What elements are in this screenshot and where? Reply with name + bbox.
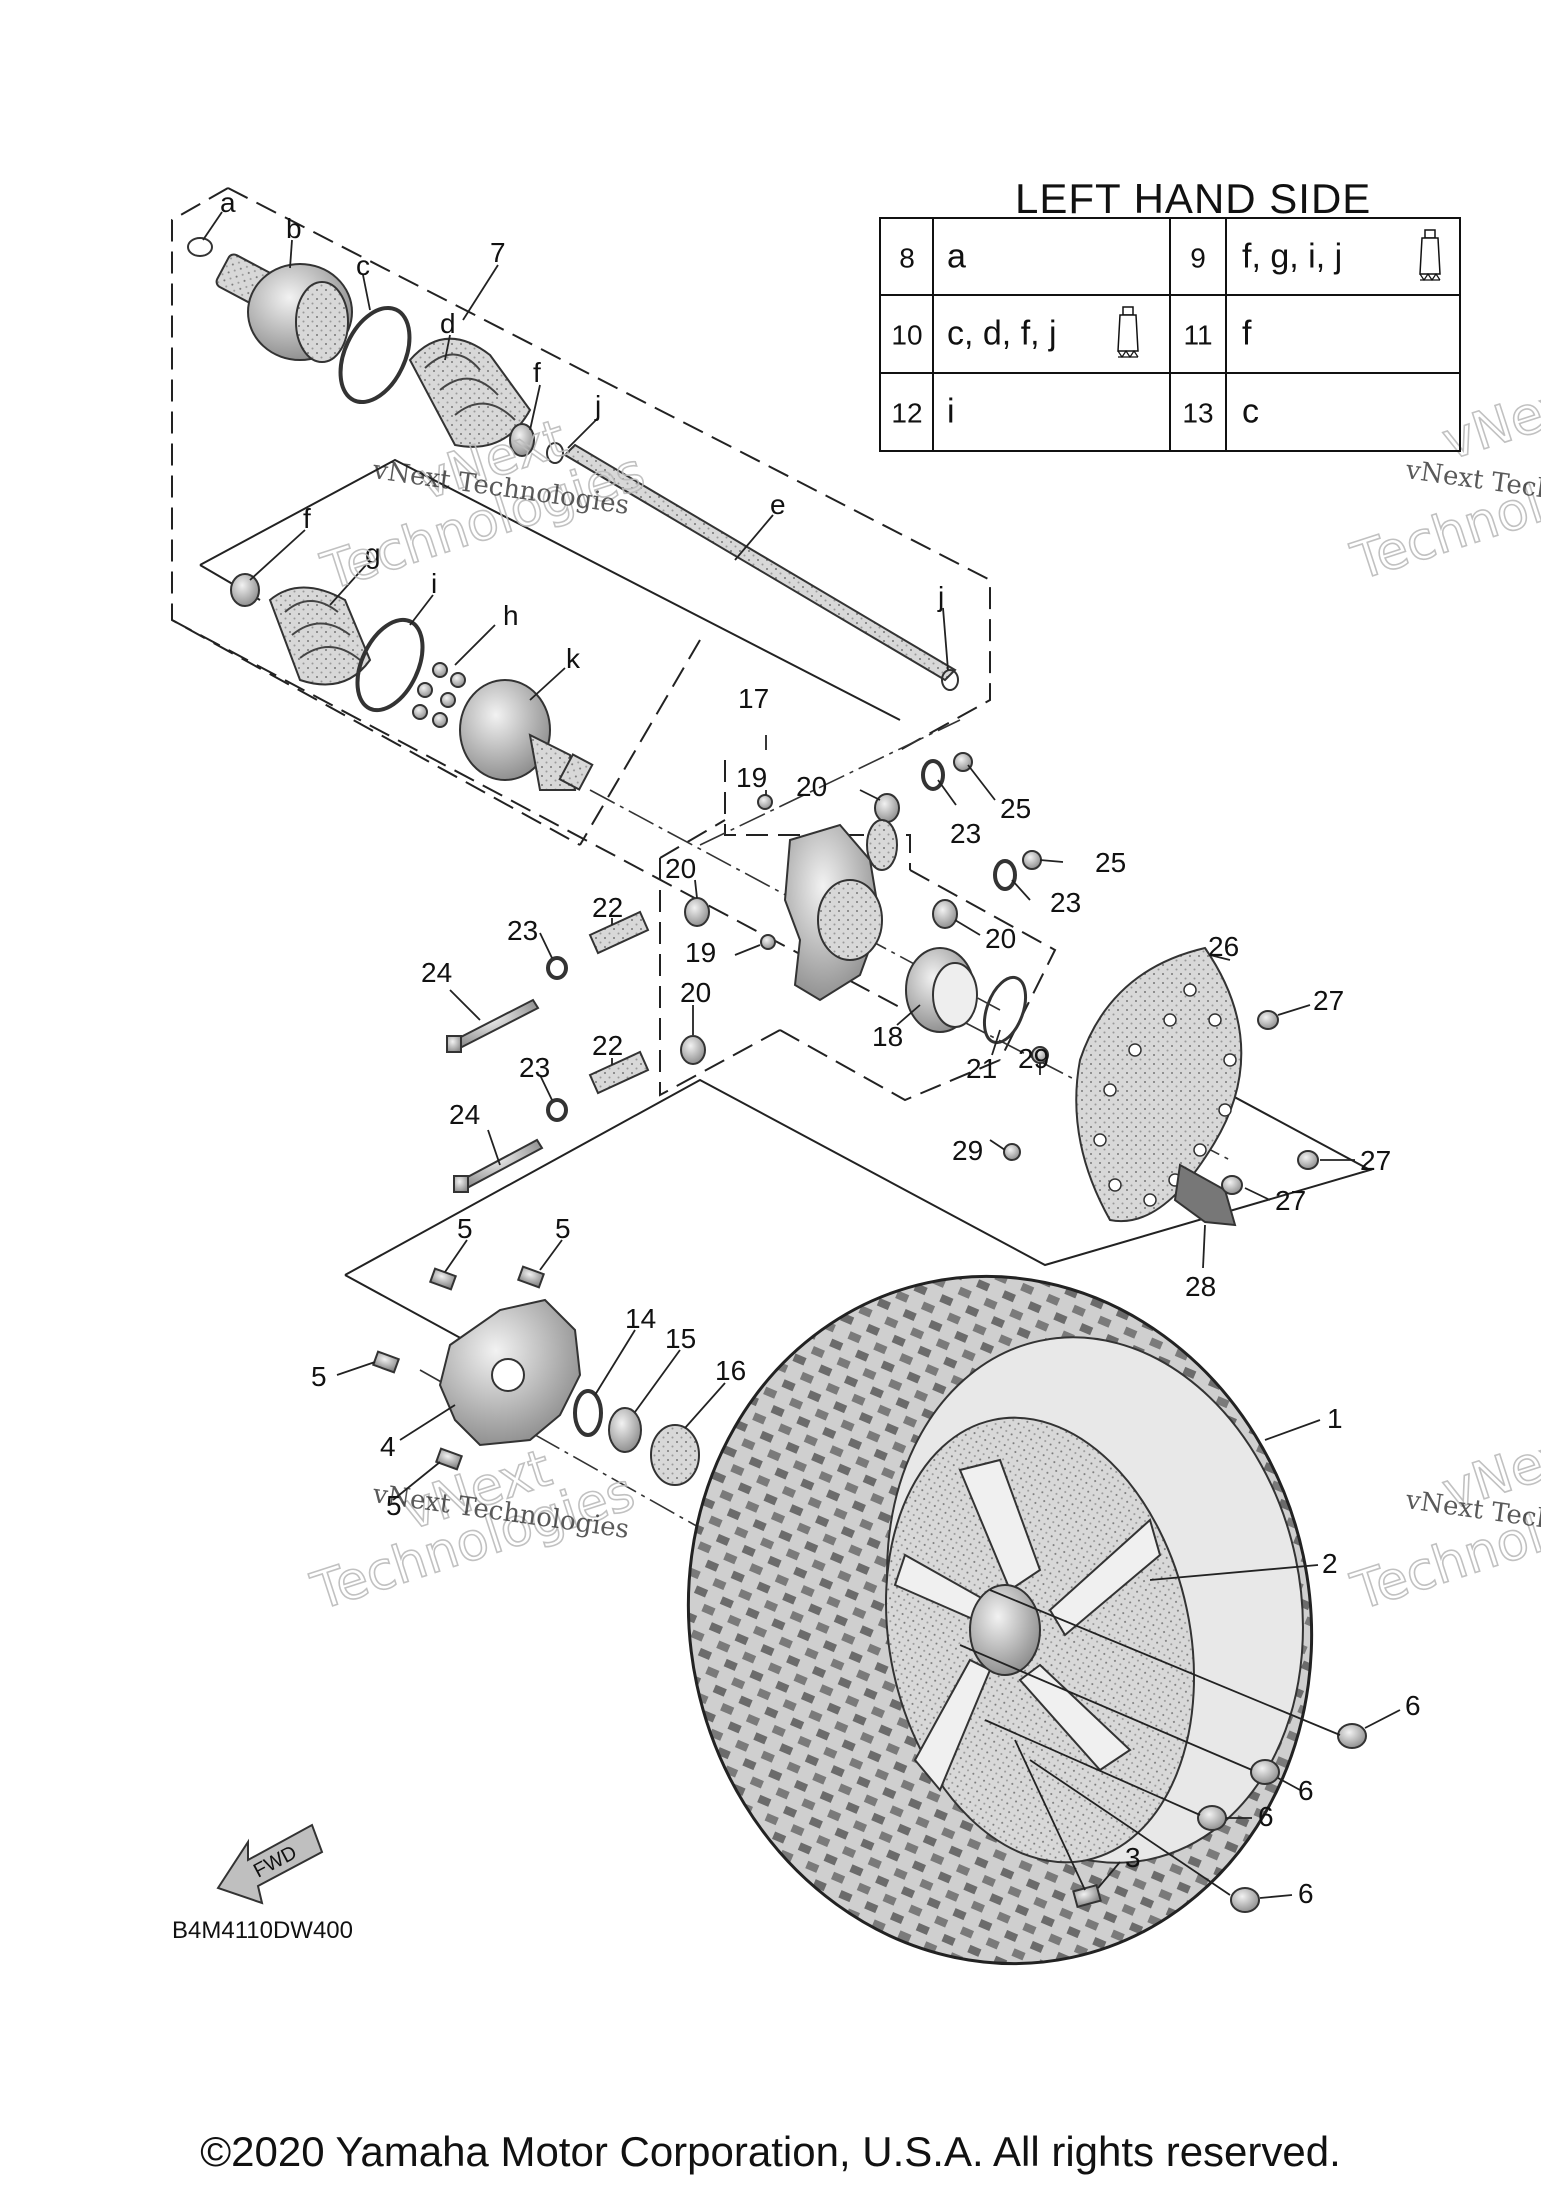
callout-18: 18 <box>872 1021 903 1052</box>
callout-24-upper: 24 <box>421 957 452 988</box>
table-cell-number: 9 <box>1190 243 1206 274</box>
callout-6-third: 6 <box>1258 1801 1274 1832</box>
callout-6-bottom: 6 <box>1298 1878 1314 1909</box>
callout-19-top: 19 <box>736 762 767 793</box>
callout-24-lower: 24 <box>449 1099 480 1130</box>
wheel-and-tire <box>686 1274 1367 1966</box>
table-cell-number: 8 <box>899 243 915 274</box>
callout-a: a <box>220 187 236 218</box>
outer-joint-b <box>215 253 353 363</box>
callout-g: g <box>365 538 381 569</box>
table-cell-value: f <box>1242 315 1252 353</box>
table-cell-number: 13 <box>1182 398 1213 429</box>
callout-5-left: 5 <box>457 1213 473 1244</box>
callout-29-lower: 29 <box>952 1135 983 1166</box>
callout-5-bottom: 5 <box>386 1490 402 1521</box>
balls-h <box>412 662 466 728</box>
callout-14: 14 <box>625 1303 656 1334</box>
callout-21: 21 <box>966 1053 997 1084</box>
callout-f-bottom: f <box>303 503 311 534</box>
brake-disc-assembly <box>1003 946 1319 1227</box>
callout-27-right: 27 <box>1360 1145 1391 1176</box>
callout-27-bottom: 27 <box>1275 1185 1306 1216</box>
callout-16: 16 <box>715 1355 746 1386</box>
callout-3: 3 <box>1125 1842 1141 1873</box>
boot-d <box>408 337 532 448</box>
table-cell-number: 11 <box>1183 320 1212 351</box>
group-frames <box>171 187 1057 1102</box>
inner-joint-k <box>459 679 594 791</box>
callout-e: e <box>770 489 786 520</box>
callout-h: h <box>503 600 519 631</box>
callout-j-bottom: j <box>937 581 944 612</box>
callout-28: 28 <box>1185 1271 1216 1302</box>
callout-15: 15 <box>665 1323 696 1354</box>
callout-7: 7 <box>490 237 506 268</box>
knuckle-assembly <box>446 752 1042 1193</box>
callout-b: b <box>286 213 302 244</box>
callout-c: c <box>356 250 370 281</box>
callout-22-upper: 22 <box>592 892 623 923</box>
callout-f-top: f <box>533 357 541 388</box>
callout-20-top: 20 <box>796 771 827 802</box>
table-cell-value: a <box>947 238 966 276</box>
callout-25-top: 25 <box>1000 793 1031 824</box>
leader-lines <box>202 211 1401 1899</box>
callout-20-lower: 20 <box>680 977 711 1008</box>
legend-table: LEFT HAND SIDE 8 a 9 f, g, i, j 10 c, d, f, j… <box>879 175 1461 452</box>
table-cell-number: 10 <box>891 320 922 351</box>
watermark-big-top-2: vNext <box>1435 368 1541 472</box>
callout-k: k <box>566 643 581 674</box>
callout-labels: a b c d f j e f g i h k j 7 17 19 20 25 … <box>220 187 1421 1909</box>
callout-23-top: 23 <box>950 818 981 849</box>
callout-23-mid: 23 <box>1050 887 1081 918</box>
solid-frames <box>199 458 1373 1396</box>
diagram-code: B4M4110DW400 <box>172 1917 353 1944</box>
callout-27-top: 27 <box>1313 985 1344 1016</box>
callout-22-lower: 22 <box>592 1030 623 1061</box>
callout-i: i <box>431 568 437 599</box>
callout-20-left: 20 <box>665 853 696 884</box>
boot-g <box>268 586 372 686</box>
table-title: LEFT HAND SIDE <box>1015 175 1371 222</box>
table-cell-value: c <box>1242 393 1259 431</box>
callout-5-right: 5 <box>555 1213 571 1244</box>
callout-26: 26 <box>1208 931 1239 962</box>
callout-5-side: 5 <box>311 1361 327 1392</box>
callout-23-left-upper: 23 <box>507 915 538 946</box>
table-cell-value: c, d, f, j <box>947 315 1057 353</box>
grease-tube-icon <box>1419 229 1441 282</box>
callout-29-upper: 29 <box>1018 1043 1049 1074</box>
callout-j-top: j <box>594 390 601 421</box>
forward-arrow: FWD <box>216 1823 324 1905</box>
callout-1: 1 <box>1327 1403 1343 1434</box>
callout-d: d <box>440 308 456 339</box>
shaft-e <box>563 443 957 682</box>
drive-shaft-assembly <box>187 237 959 791</box>
callout-20-right: 20 <box>985 923 1016 954</box>
copyright-text: ©2020 Yamaha Motor Corporation, U.S.A. A… <box>200 2128 1341 2175</box>
callout-17: 17 <box>738 683 769 714</box>
watermark-big-bottom-2: Technologies <box>1345 432 1541 593</box>
callout-23-left-lower: 23 <box>519 1052 550 1083</box>
callout-4: 4 <box>380 1431 396 1462</box>
callout-2: 2 <box>1322 1548 1338 1579</box>
table-cell-value: f, g, i, j <box>1242 238 1342 276</box>
table-cell-value: i <box>947 393 955 431</box>
callout-6-second: 6 <box>1298 1775 1314 1806</box>
callout-6-top: 6 <box>1405 1690 1421 1721</box>
callout-25-mid: 25 <box>1095 847 1126 878</box>
callout-19-bottom: 19 <box>685 937 716 968</box>
grease-tube-icon <box>1117 306 1139 359</box>
table-cell-number: 12 <box>891 398 922 429</box>
